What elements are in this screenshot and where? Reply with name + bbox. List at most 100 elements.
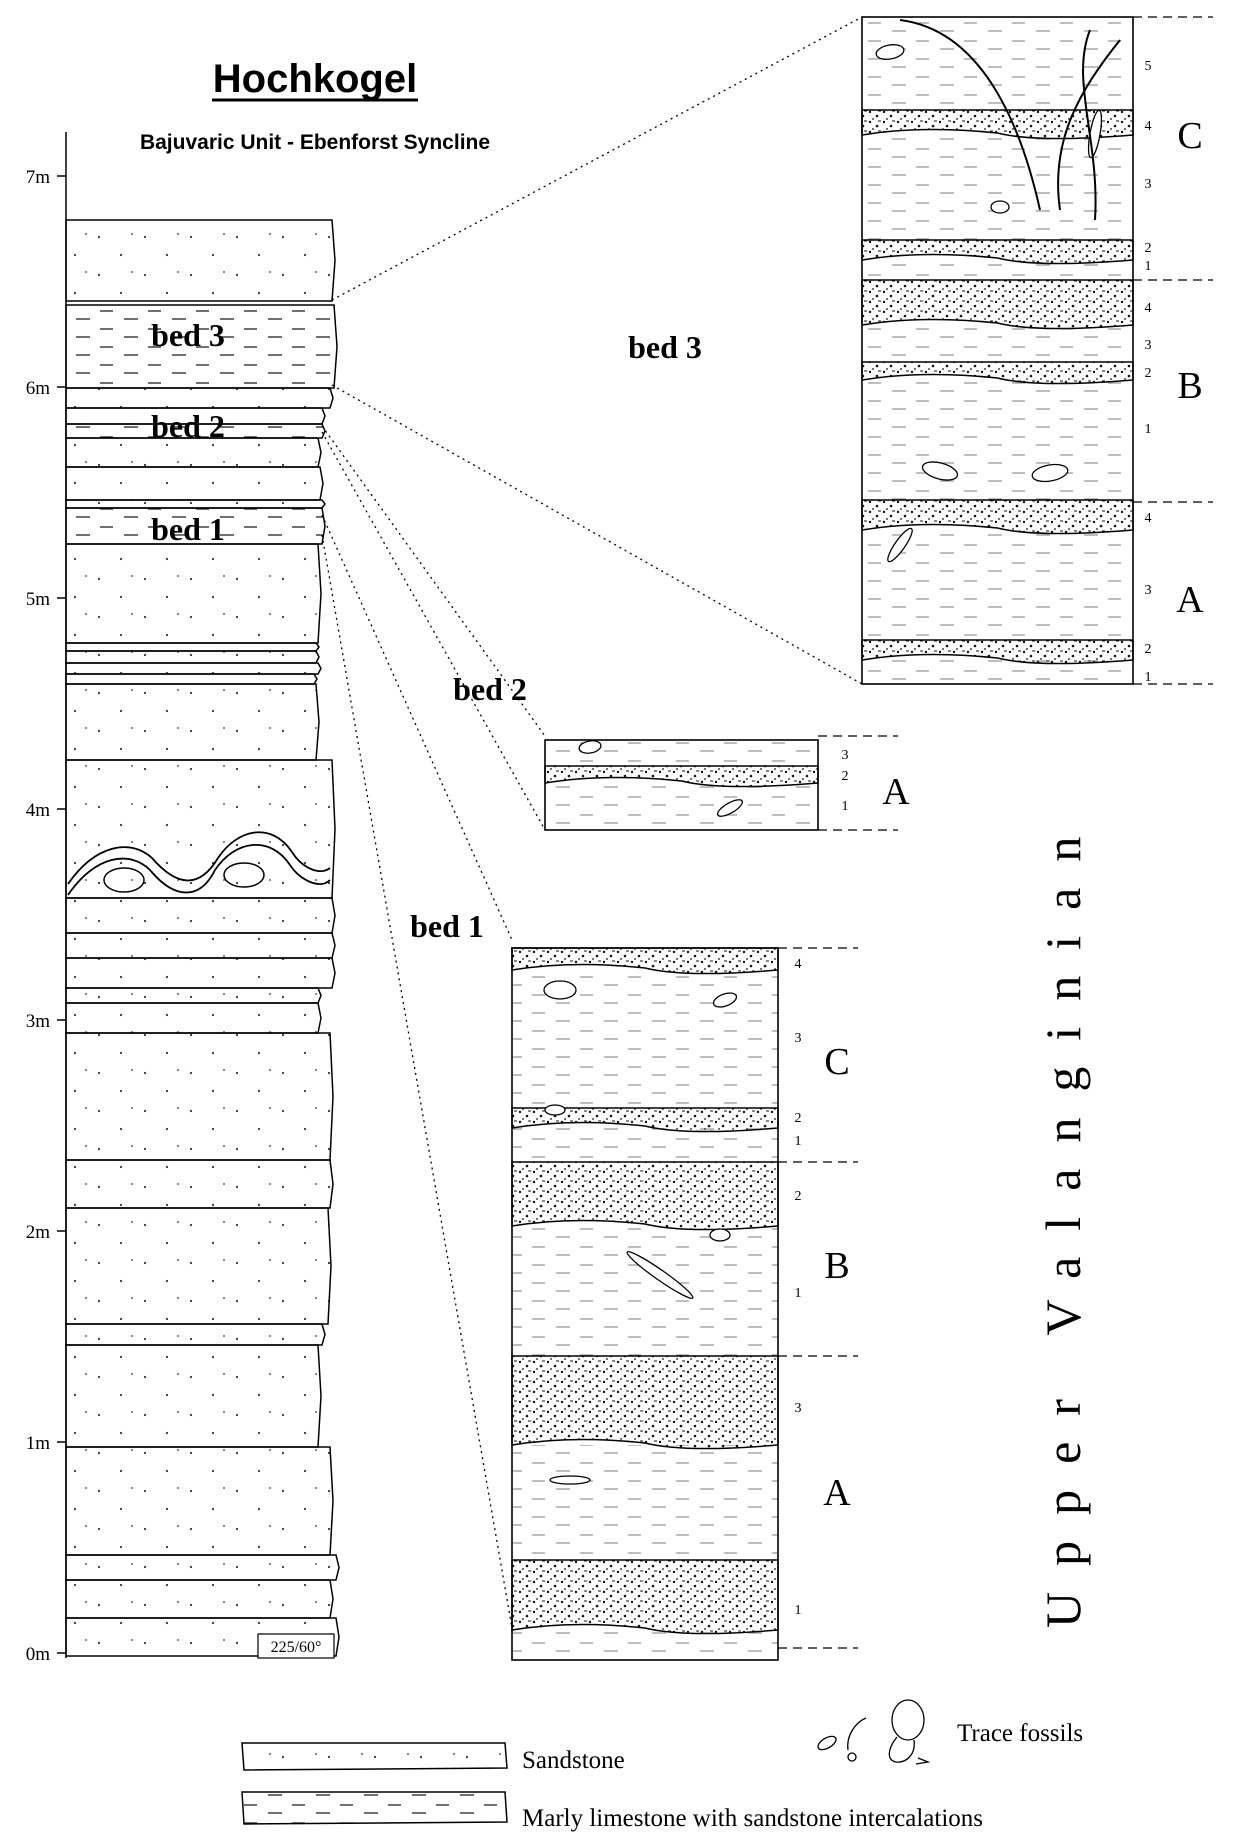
trace-fossil — [544, 1104, 566, 1116]
figure-subtitle: Bajuvaric Unit - Ebenforst Syncline — [140, 131, 490, 154]
trace-fossil — [626, 1251, 694, 1299]
trace-fossil-icon — [817, 1699, 931, 1765]
layer-number: 3 — [795, 1401, 802, 1416]
layer-number: 3 — [1145, 583, 1152, 598]
trace-fossil — [990, 200, 1010, 214]
unit-label: C — [1177, 115, 1202, 157]
burrow-trace — [899, 19, 1121, 221]
sandstone-band — [511, 1161, 779, 1231]
sandstone-layer — [65, 219, 336, 302]
sandstone-layer — [65, 897, 336, 934]
axis-tick-label: 5m — [26, 589, 51, 610]
layer-number: 2 — [1145, 241, 1152, 256]
layer-number: 3 — [1145, 177, 1152, 192]
legend-sandstone-swatch — [241, 1742, 508, 1771]
trace-fossil — [875, 44, 905, 60]
sandstone-layer — [65, 407, 326, 425]
marl-band — [862, 135, 1133, 240]
main-column — [65, 219, 340, 1657]
trace-fossil — [716, 799, 744, 817]
marl-band — [862, 380, 1133, 500]
legend: Sandstone Marly limestone with sandstone… — [241, 1699, 1083, 1832]
marl-band — [862, 17, 1133, 110]
sandstone-band — [511, 1355, 779, 1450]
sandstone-layer — [65, 1323, 326, 1346]
sandstone-layer — [65, 387, 334, 409]
legend-marly-swatch — [241, 1791, 508, 1825]
trace-fossil — [921, 461, 959, 481]
layer-number: 2 — [795, 1189, 802, 1204]
layer-number: 4 — [1145, 511, 1152, 526]
stage-label: Upper Valanginian — [1035, 811, 1091, 1628]
layer-number: 3 — [1145, 338, 1152, 353]
axis-tick-label: 2m — [26, 1222, 51, 1243]
sandstone-layer — [65, 466, 324, 501]
unit-label: A — [823, 1472, 851, 1514]
marly-limestone-layer — [65, 304, 338, 389]
sandstone-layer — [65, 932, 336, 959]
axis-tick-label: 4m — [26, 800, 51, 821]
main-bed-2-label: bed 2 — [151, 408, 225, 444]
axis-tick-label: 6m — [26, 378, 51, 399]
sandstone-layer — [65, 1344, 322, 1448]
axis-tick-label: 1m — [26, 1433, 51, 1454]
trace-fossil — [578, 740, 602, 754]
layer-number: 4 — [1145, 301, 1152, 316]
trace-fossil — [549, 1475, 591, 1485]
orientation-box — [257, 1633, 335, 1659]
trace-fossil — [887, 527, 913, 563]
axis-tick-label: 0m — [26, 1644, 51, 1665]
concretion-nodule — [223, 862, 265, 888]
sandstone-layer — [65, 683, 320, 761]
sandstone-layer — [65, 662, 322, 675]
layer-number: 3 — [795, 1031, 802, 1046]
orientation-label: 225/60° — [271, 1639, 322, 1656]
sandstone-layer — [65, 543, 322, 644]
marl-band — [512, 1226, 778, 1356]
marl-band — [862, 530, 1133, 640]
sandstone-layer — [65, 673, 318, 685]
detail-heading-bed2: bed 2 — [453, 671, 527, 707]
layer-number: 2 — [842, 769, 849, 784]
trace-fossil — [712, 992, 738, 1008]
layer-number: 3 — [842, 748, 849, 763]
layer-number: 1 — [795, 1286, 802, 1301]
unit-label: B — [1177, 365, 1202, 407]
sandstone-layer — [65, 1159, 334, 1209]
layer-number: 1 — [795, 1603, 802, 1618]
layer-number: 1 — [1145, 670, 1152, 685]
sandstone-layer — [65, 642, 320, 652]
sandstone-layer — [65, 1002, 322, 1034]
unit-label: A — [1176, 579, 1204, 621]
concretion-nodule — [103, 867, 145, 893]
fold-layer-line — [67, 843, 331, 896]
sandstone-layer — [65, 1579, 334, 1619]
sandstone-layer — [65, 1207, 332, 1325]
sandstone-layer — [65, 437, 322, 468]
layer-number: 4 — [1145, 119, 1152, 134]
layer-number: 2 — [1145, 642, 1152, 657]
sandstone-layer — [65, 1554, 340, 1581]
marl-band — [512, 1128, 778, 1162]
legend-trace-label: Trace fossils — [957, 1720, 1083, 1747]
layer-number: 1 — [1145, 259, 1152, 274]
marl-band — [862, 260, 1133, 280]
layer-number: 2 — [795, 1111, 802, 1126]
sandstone-layer — [65, 1032, 334, 1161]
trace-fossil — [709, 1228, 731, 1242]
layer-number: 2 — [1145, 366, 1152, 381]
marly-limestone-layer — [65, 423, 326, 439]
axis-tick-label: 7m — [26, 167, 51, 188]
layer-number: 4 — [795, 957, 802, 972]
marl-band — [545, 783, 818, 830]
sandstone-layer — [65, 759, 336, 899]
marly-limestone-layer — [65, 507, 326, 545]
unit-label: B — [824, 1245, 849, 1287]
figure-title: Hochkogel — [213, 57, 417, 101]
main-bed-1-label: bed 1 — [151, 511, 225, 547]
main-bed-3-label: bed 3 — [151, 317, 225, 353]
marl-band — [512, 1630, 778, 1660]
unit-label: C — [824, 1041, 849, 1083]
